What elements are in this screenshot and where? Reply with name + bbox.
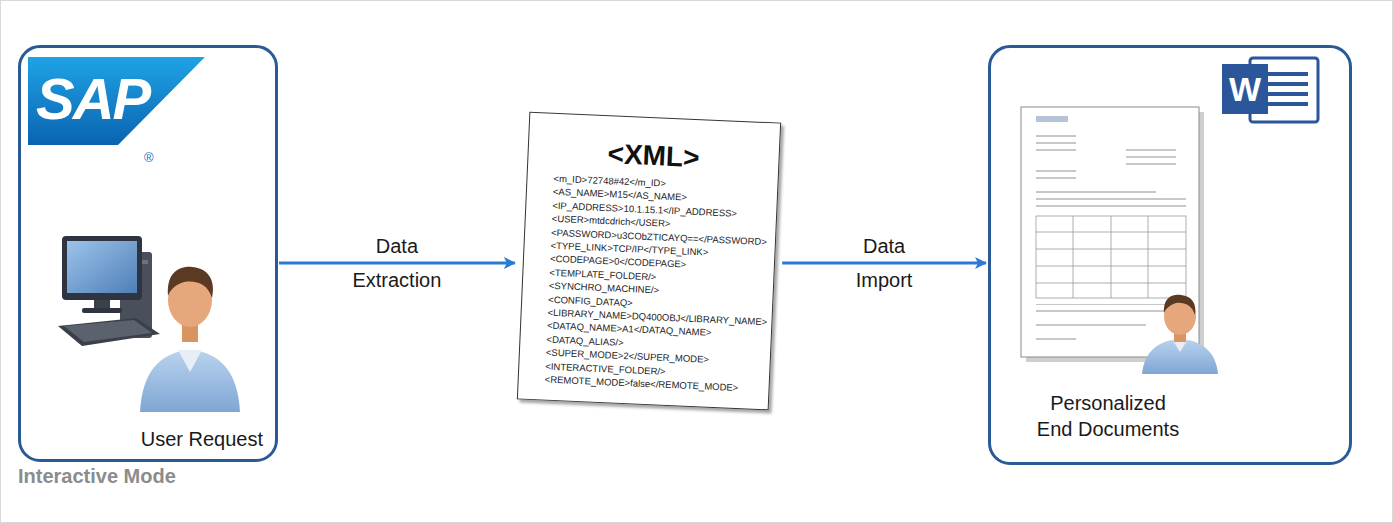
- document-title: <XML>: [528, 135, 779, 178]
- flow-arrow: [279, 262, 515, 265]
- logo-text: SAP: [36, 66, 149, 132]
- document-illustration: [1021, 107, 1204, 362]
- sap-logo: [28, 57, 205, 145]
- output-box: Personalized End Documents: [988, 45, 1352, 465]
- edge-label: Data Extraction: [342, 229, 452, 297]
- xml-document: <XML><m_ID>72748#42</m_ID> <AS_NAME>M15<…: [517, 112, 781, 411]
- flow-arrow: [782, 262, 986, 265]
- xml-content: <m_ID>72748#42</m_ID> <AS_NAME>M15</AS_N…: [544, 172, 771, 396]
- mode-heading: Interactive Mode: [18, 465, 176, 488]
- box-caption: User Request: [141, 428, 263, 451]
- box-caption: Personalized End Documents: [1031, 390, 1185, 442]
- computer-icon: [58, 236, 160, 346]
- word-icon: [1222, 58, 1318, 122]
- edge-label: Data Import: [844, 229, 924, 297]
- logo-letter: W: [1229, 70, 1261, 108]
- user-figure: [140, 267, 240, 412]
- registered-mark: ®: [144, 150, 154, 165]
- recipient-figure: [1142, 295, 1218, 374]
